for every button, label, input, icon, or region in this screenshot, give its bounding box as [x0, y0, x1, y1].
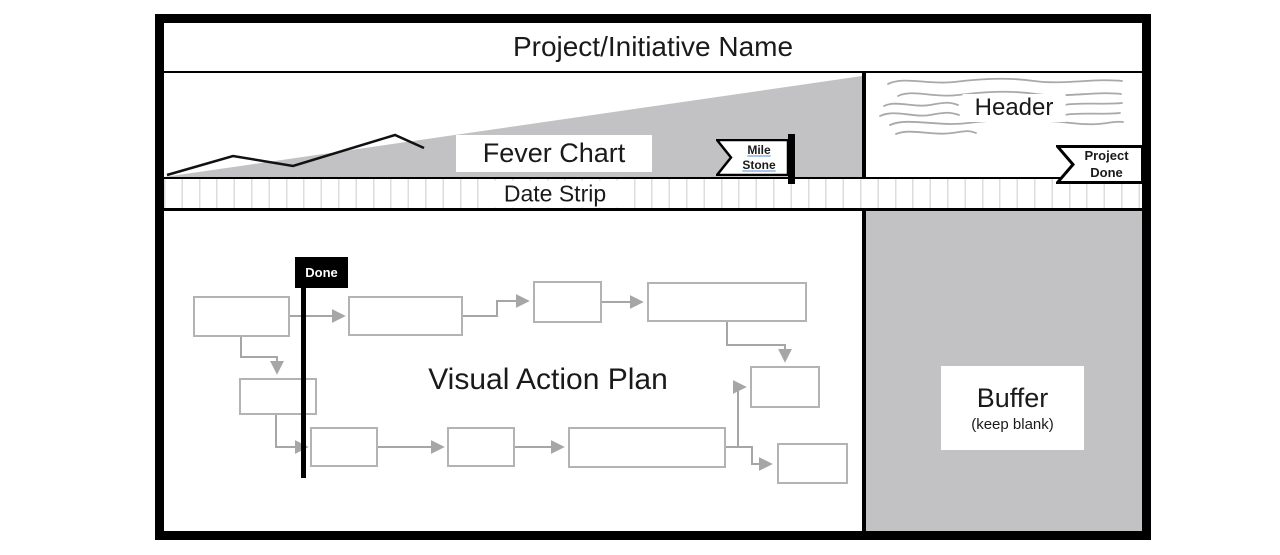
connector-arrows [240, 294, 792, 471]
task-box [533, 281, 602, 323]
fever-chart-label-text: Fever Chart [482, 138, 626, 168]
title-bar: Project/Initiative Name [164, 23, 1142, 73]
task-box [447, 427, 515, 467]
milestone-line2: Stone [742, 157, 776, 172]
buffer-note: (keep blank) [971, 416, 1054, 433]
task-box [568, 427, 726, 468]
connector-arrow [738, 446, 773, 471]
page-title: Project/Initiative Name [512, 31, 794, 62]
task-box [750, 366, 820, 408]
milestone-marker-bar [788, 134, 795, 184]
visual-action-plan-label: Visual Action Plan [428, 363, 668, 397]
project-done-flag: Project Done [1056, 145, 1144, 184]
main-band: Visual Action Plan Done Buffer (keep bla… [164, 211, 1142, 531]
done-flag: Done [295, 257, 348, 288]
project-done-flag-icon [1056, 145, 1144, 184]
header-label: Header [962, 94, 1066, 122]
project-done-line1: Project [1084, 147, 1129, 163]
task-box [777, 443, 848, 484]
connector-arrow [275, 415, 309, 454]
buffer-label-text: Buffer [976, 383, 1049, 413]
header-label-text: Header [974, 94, 1054, 121]
project-done-line2: Done [1090, 164, 1123, 180]
project-done-flag-text: Project Done [1072, 145, 1141, 184]
connector-arrow [240, 337, 284, 375]
milestone-line1: Mile [747, 142, 771, 157]
date-strip-label: Date Strip [485, 180, 625, 207]
project-board: Project/Initiative Name Fever Chart Mile… [155, 14, 1151, 540]
visual-action-plan-label-text: Visual Action Plan [428, 363, 668, 396]
action-plan-panel: Visual Action Plan Done [164, 211, 862, 531]
task-box [193, 296, 290, 337]
date-strip-label-text: Date Strip [503, 180, 607, 206]
date-strip: Date Strip [164, 177, 1142, 211]
milestone-flag: Mile Stone [716, 139, 790, 176]
done-marker-line [301, 281, 306, 478]
fever-line [166, 133, 425, 177]
fever-chart-panel: Fever Chart Mile Stone [164, 73, 862, 184]
buffer-panel: Buffer (keep blank) [866, 211, 1142, 531]
task-box [348, 296, 463, 336]
milestone-flag-icon [716, 139, 790, 176]
header-panel: Header Project Done [866, 73, 1144, 184]
plan-buffer-divider [862, 211, 866, 531]
task-box [647, 282, 807, 322]
connector-arrow [726, 322, 792, 363]
milestone-flag-text: Mile Stone [730, 139, 788, 176]
task-box [310, 427, 378, 467]
buffer-label: Buffer (keep blank) [941, 366, 1084, 450]
fever-chart-label: Fever Chart [456, 135, 652, 172]
fever-chart-graphic [164, 76, 862, 177]
connector-arrow [726, 380, 747, 448]
connector-arrow [463, 294, 530, 317]
fever-chart-band: Fever Chart Mile Stone [164, 73, 1144, 184]
fever-header-divider [862, 73, 866, 177]
